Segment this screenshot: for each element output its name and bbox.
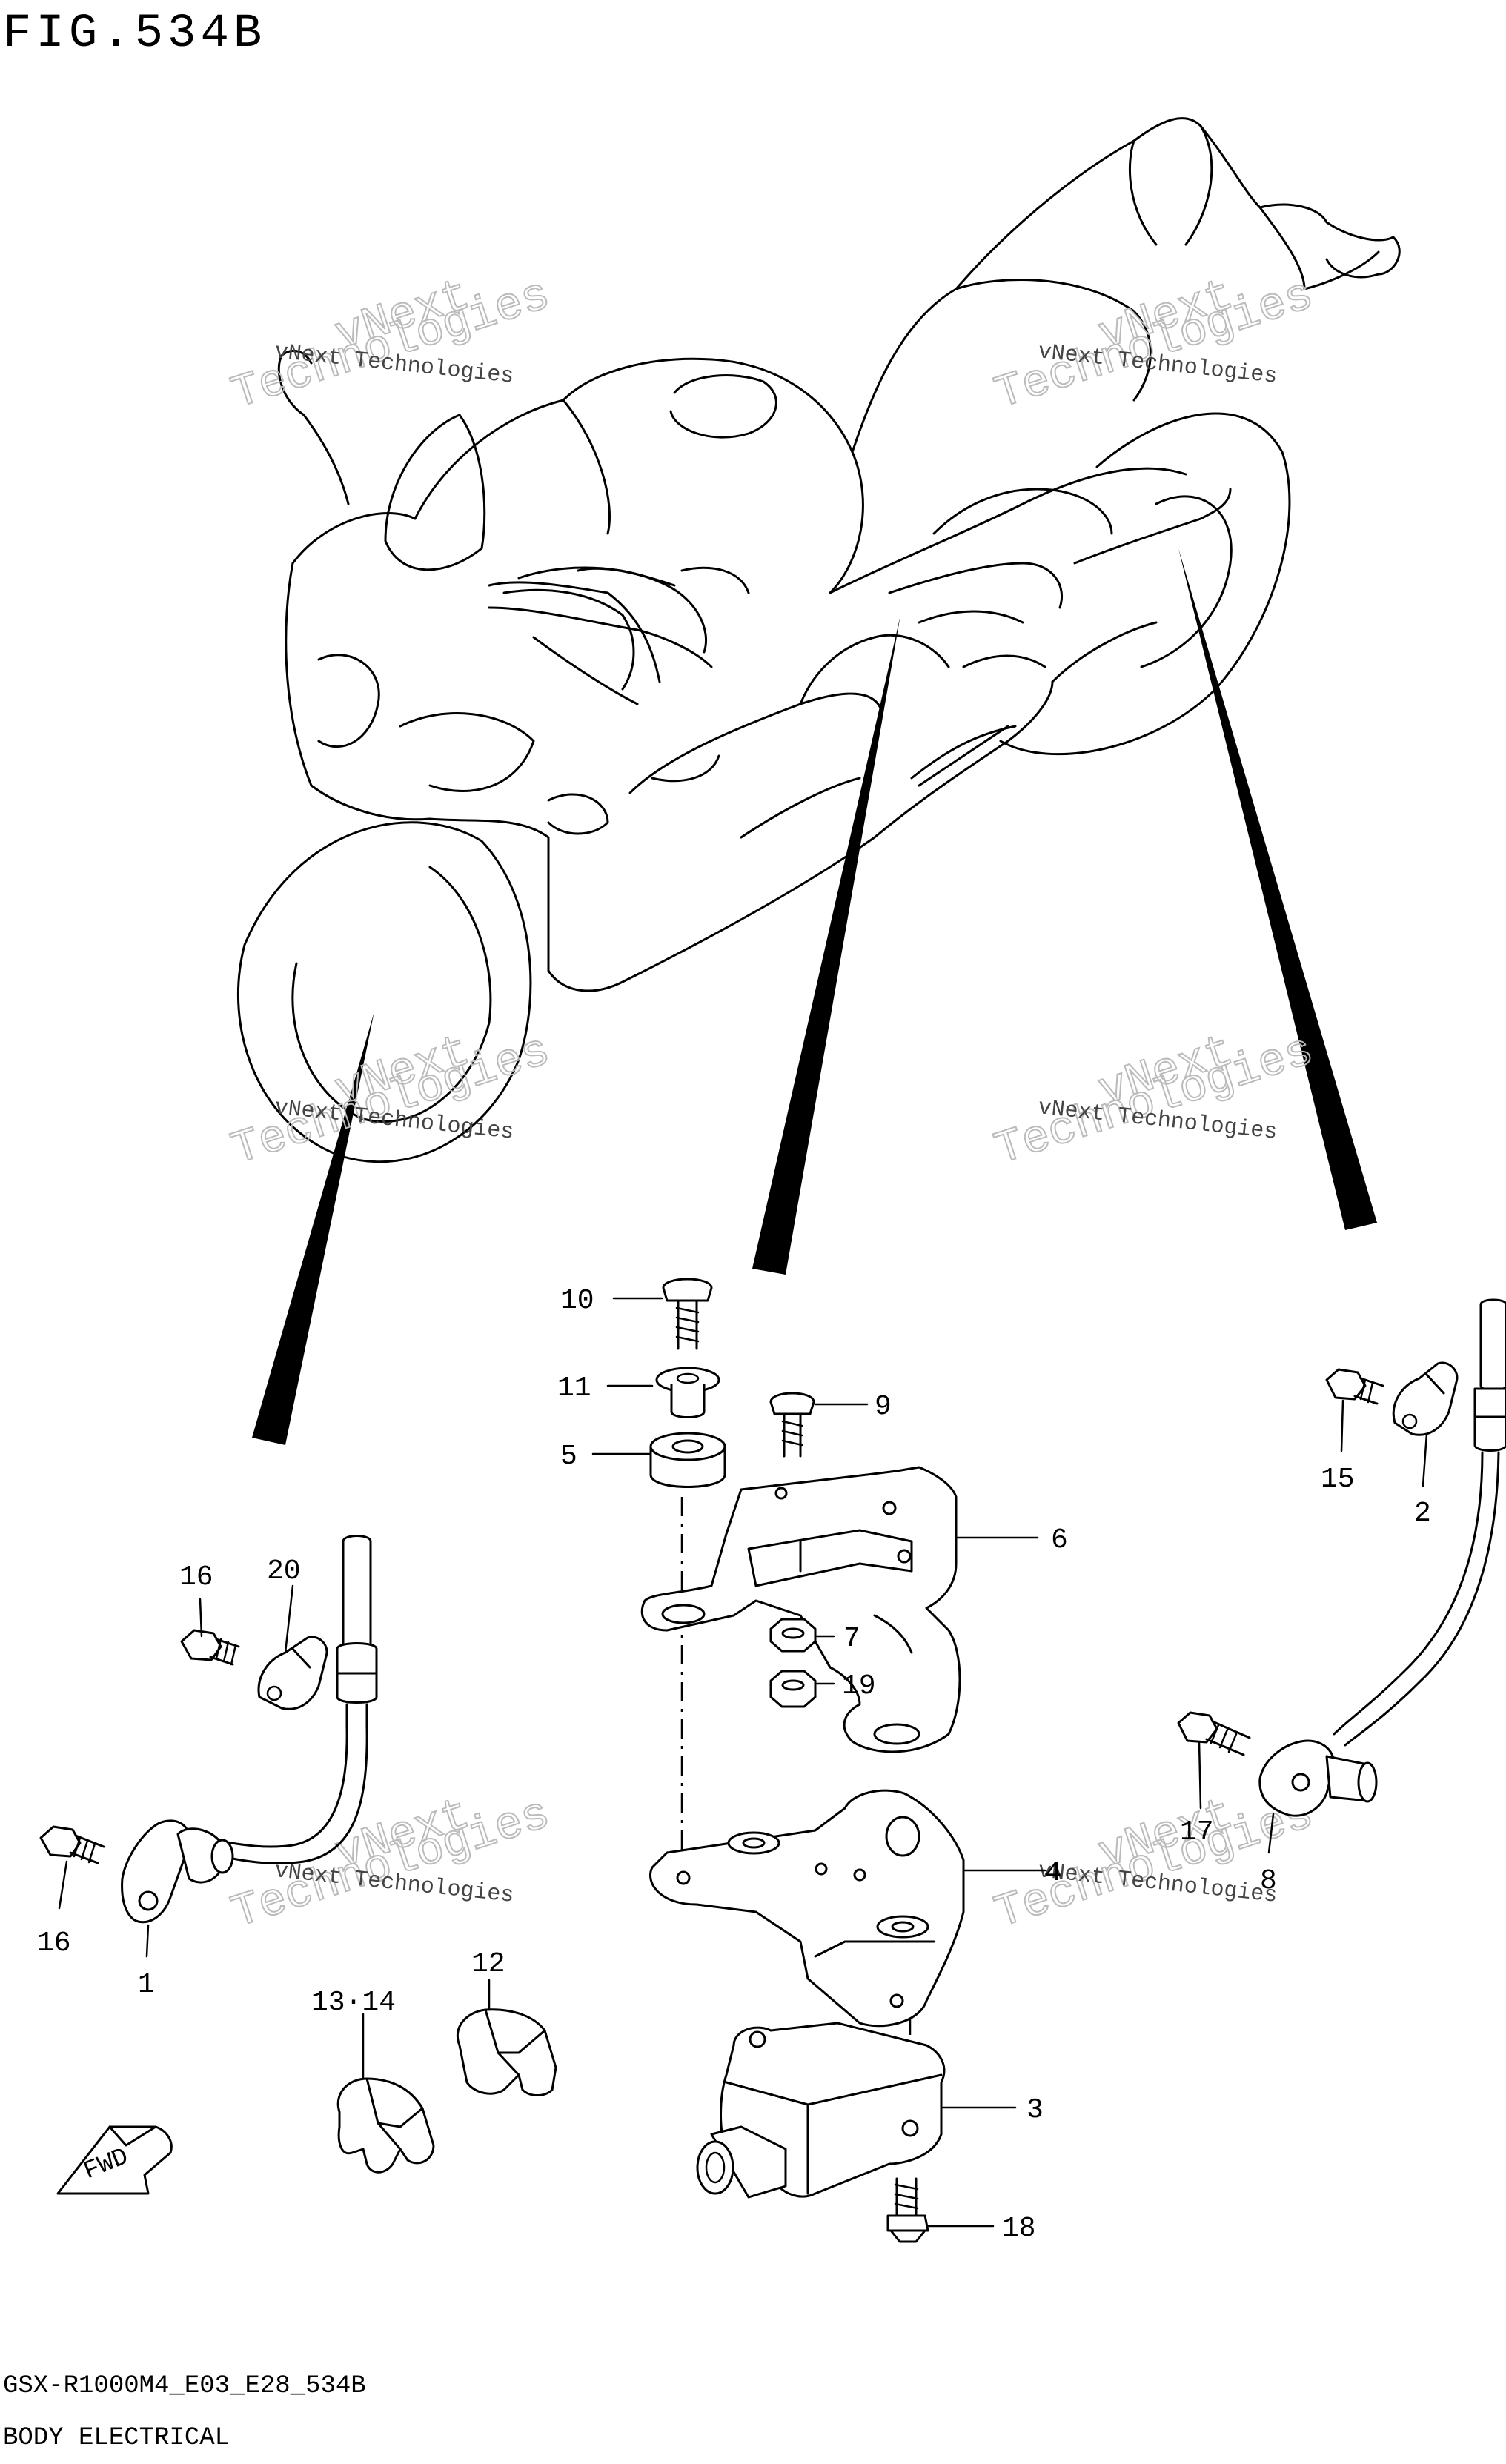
- leader-wedge-rear: [1178, 548, 1377, 1230]
- figure-code: GSX-R1000M4_E03_E28_534B: [3, 2372, 366, 2400]
- callout-20: 20: [267, 1555, 301, 1587]
- part-screw-9: [769, 1392, 815, 1458]
- callout-19: 19: [842, 1670, 876, 1702]
- callout-6: 6: [1051, 1524, 1068, 1556]
- part-bracket-6: [640, 1466, 961, 1753]
- part-grommet-5: [649, 1432, 726, 1488]
- callout-12: 12: [471, 1948, 505, 1980]
- fwd-direction-arrow: FWD: [56, 2125, 173, 2195]
- part-module-3: [696, 2022, 946, 2199]
- section-name: BODY ELECTRICAL: [3, 2424, 230, 2452]
- callout-16-upper: 16: [179, 1561, 213, 1593]
- part-sensor-1: [121, 1819, 234, 1924]
- callout-18: 18: [1002, 2213, 1036, 2245]
- callout-8: 8: [1260, 1865, 1277, 1897]
- callout-9: 9: [875, 1391, 892, 1423]
- part-bolt-17: [1177, 1711, 1251, 1756]
- part-bolt-16-upper: [180, 1629, 240, 1666]
- leader-wedge-front: [252, 1012, 374, 1445]
- callout-leaders: [58, 1297, 1428, 2228]
- part-sensor-8: [1258, 1739, 1378, 1817]
- part-collar-11: [655, 1367, 720, 1418]
- part-bolt-18: [886, 2177, 929, 2243]
- callout-13-14: 13·14: [311, 1987, 396, 2019]
- callout-7: 7: [843, 1623, 860, 1655]
- callout-17: 17: [1180, 1816, 1214, 1848]
- part-clamp-2: [1392, 1361, 1459, 1436]
- part-clamp-20: [257, 1636, 328, 1710]
- callout-2: 2: [1414, 1498, 1431, 1530]
- motorcycle-illustration: [236, 117, 1401, 1163]
- callout-3: 3: [1026, 2094, 1044, 2126]
- part-sensor-cable-left: [221, 1535, 378, 1864]
- part-bolt-15: [1325, 1368, 1384, 1405]
- leader-wedge-center: [752, 615, 900, 1275]
- callout-4: 4: [1045, 1857, 1062, 1889]
- callout-5: 5: [560, 1441, 577, 1472]
- callout-labels: 10 11 5 9 6 7 19 4 3 18 16 20 16 1 12 13…: [37, 1285, 1431, 2245]
- part-screw-10: [662, 1278, 713, 1350]
- callout-1: 1: [138, 1969, 155, 2001]
- part-nut-19: [769, 1670, 817, 1708]
- callout-15: 15: [1321, 1464, 1355, 1495]
- part-clip-13-14: [336, 2077, 435, 2174]
- part-sensor-cable-right: [1333, 1298, 1506, 1747]
- part-nut-7: [769, 1618, 817, 1653]
- figure-title: FIG.534B: [3, 7, 266, 61]
- callout-16-lower: 16: [37, 1927, 71, 1959]
- callout-10: 10: [560, 1285, 594, 1317]
- part-bolt-16-lower: [39, 1825, 105, 1864]
- part-clip-12: [457, 2008, 557, 2096]
- callout-11: 11: [557, 1372, 591, 1404]
- part-bracket-4: [649, 1789, 965, 2028]
